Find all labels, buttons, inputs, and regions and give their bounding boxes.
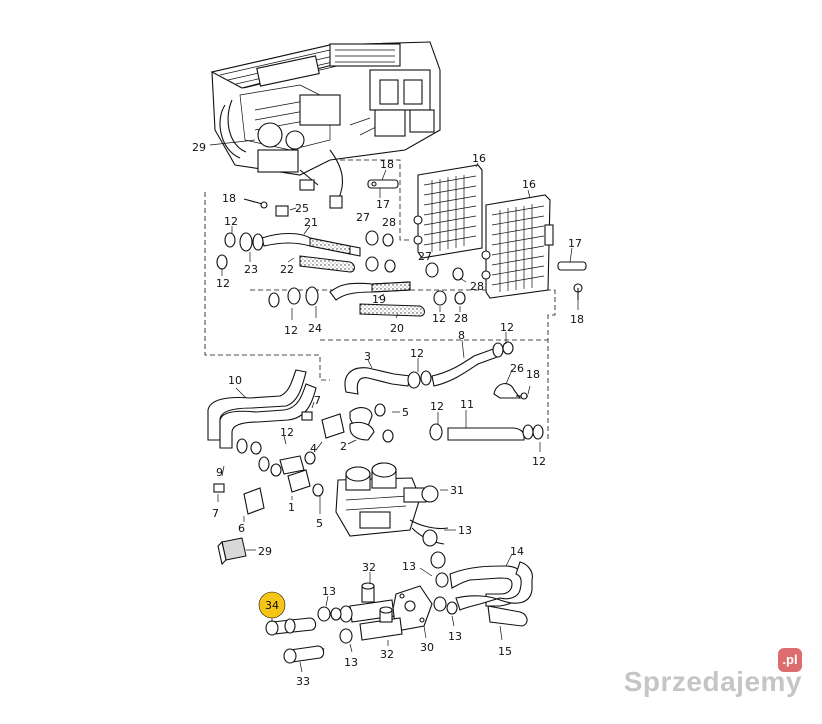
callout-16-left: 16 [472, 152, 486, 165]
watermark-badge: .pl [778, 648, 802, 672]
callout-15: 15 [498, 645, 512, 658]
relay-29 [217, 537, 256, 566]
callout-18-right: 18 [570, 313, 584, 326]
bracket-26 [493, 383, 528, 400]
bracket-17-right [557, 261, 587, 300]
dashed-frame-left [204, 192, 330, 381]
bracket-17-top [367, 179, 399, 189]
callout-24: 24 [308, 322, 322, 335]
hose-34 [265, 617, 317, 636]
callout-4: 4 [310, 442, 317, 455]
callout-6: 6 [238, 522, 245, 535]
callout-5-mid: 5 [402, 406, 409, 419]
callout-5-lower: 5 [316, 517, 323, 530]
hose-19-20 [329, 281, 425, 317]
callout-16-right: 16 [522, 178, 536, 191]
callout-17-top: 17 [376, 198, 390, 211]
callout-13-a: 13 [458, 524, 472, 537]
clamps-left-upper [216, 232, 264, 270]
callout-18-upper-left: 18 [222, 192, 236, 205]
callout-10: 10 [228, 374, 242, 387]
callout-13-b: 13 [448, 630, 462, 643]
hose-3 [344, 367, 411, 395]
callout-17-right: 17 [568, 237, 582, 250]
callout-9: 9 [216, 466, 223, 479]
callout-19: 19 [372, 293, 386, 306]
callout-29-lower: 29 [258, 545, 272, 558]
callout-13-d: 13 [322, 585, 336, 598]
callout-2: 2 [340, 440, 347, 453]
callout-12-d: 12 [432, 312, 446, 325]
highlighted-callout-34[interactable]: 34 [258, 591, 286, 622]
callout-28-c: 28 [454, 312, 468, 325]
callout-27-a: 27 [356, 211, 370, 224]
callout-7: 7 [314, 394, 321, 407]
callout-11: 11 [460, 398, 474, 411]
clamp-13-a [422, 529, 446, 569]
callout-12-left: 12 [280, 426, 294, 439]
hose-11 [429, 423, 544, 441]
callout-8: 8 [458, 329, 465, 342]
callout-31: 31 [450, 484, 464, 497]
heater-box-housing [210, 41, 441, 209]
callout-13-c: 13 [402, 560, 416, 573]
clamps-27-28-upper [365, 230, 464, 281]
callout-22: 22 [280, 263, 294, 276]
connectors-left [213, 438, 324, 515]
callout-18-mid: 18 [526, 368, 540, 381]
callout-25: 25 [295, 202, 309, 215]
bracket-25 [275, 205, 289, 217]
callout-12-f: 12 [500, 321, 514, 334]
screw-18-upper [243, 198, 268, 209]
callout-12-b: 12 [216, 277, 230, 290]
callout-14: 14 [510, 545, 524, 558]
callout-21: 21 [304, 216, 318, 229]
hose-33 [283, 645, 325, 664]
watermark-text: Sprzedajemy [623, 666, 802, 697]
callout-20: 20 [390, 322, 404, 335]
callout-23: 23 [244, 263, 258, 276]
callout-34: 34 [265, 599, 279, 612]
clamps-28-lower [433, 290, 466, 306]
callout-32-upper: 32 [362, 561, 376, 574]
callout-33: 33 [296, 675, 310, 688]
clamps-13-right [433, 572, 458, 615]
callout-7-lower: 7 [212, 507, 219, 520]
clamps-12-24 [268, 286, 319, 308]
callout-13-e: 13 [344, 656, 358, 669]
connectors-mid [301, 403, 394, 443]
callout-12-e: 12 [410, 347, 424, 360]
clamp-12-mid [407, 370, 432, 389]
callout-29: 29 [192, 141, 206, 154]
heater-valve-assembly [335, 462, 449, 545]
callout-28-b: 28 [470, 280, 484, 293]
clamps-13-left [317, 606, 353, 644]
callout-26: 26 [510, 362, 524, 375]
callout-30: 30 [420, 641, 434, 654]
callout-18-top: 18 [380, 158, 394, 171]
callout-28-a: 28 [382, 216, 396, 229]
callout-12-g: 12 [430, 400, 444, 413]
hose-21-22 [261, 232, 361, 273]
t-piece-32-lower [359, 606, 403, 641]
callout-3: 3 [364, 350, 371, 363]
callout-12-c: 12 [284, 324, 298, 337]
heat-exchanger-left [413, 164, 483, 259]
callout-12-h: 12 [532, 455, 546, 468]
hose-10 [207, 369, 317, 449]
callout-12-a: 12 [224, 215, 238, 228]
callout-1: 1 [288, 501, 295, 514]
hose-8 [431, 341, 514, 387]
callout-27-b: 27 [418, 250, 432, 263]
heat-exchanger-right [481, 194, 554, 299]
callout-32-lower: 32 [380, 648, 394, 661]
hose-14-15 [449, 561, 533, 627]
